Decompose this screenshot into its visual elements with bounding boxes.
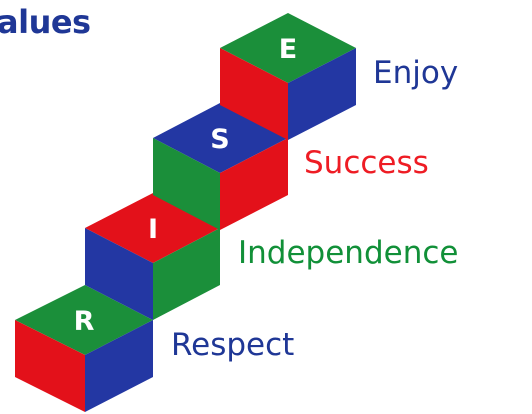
cube-enjoy-left-face — [220, 48, 288, 140]
cube-respect-right-face — [85, 320, 153, 412]
cube-independence-right-face — [153, 228, 220, 320]
page-title: alues — [0, 3, 91, 41]
cube-respect: R — [15, 285, 153, 412]
cube-success-top-face — [153, 103, 288, 173]
cube-success-letter: S — [210, 124, 229, 155]
cube-success-left-face — [153, 138, 220, 230]
cube-respect-letter: R — [74, 306, 95, 337]
cube-enjoy: E — [220, 13, 356, 140]
cube-success: S — [153, 103, 288, 230]
cube-success-right-face — [220, 138, 288, 230]
cube-enjoy-right-face — [288, 48, 356, 140]
cube-independence-letter: I — [148, 214, 158, 245]
cube-enjoy-letter: E — [279, 34, 297, 65]
cube-respect-top-face — [15, 285, 153, 355]
label-success: Success — [304, 145, 429, 181]
label-respect: Respect — [171, 327, 295, 363]
cube-respect-left-face — [15, 320, 85, 412]
label-enjoy: Enjoy — [373, 55, 459, 91]
cube-independence-left-face — [85, 228, 153, 320]
label-independence: Independence — [238, 235, 459, 271]
